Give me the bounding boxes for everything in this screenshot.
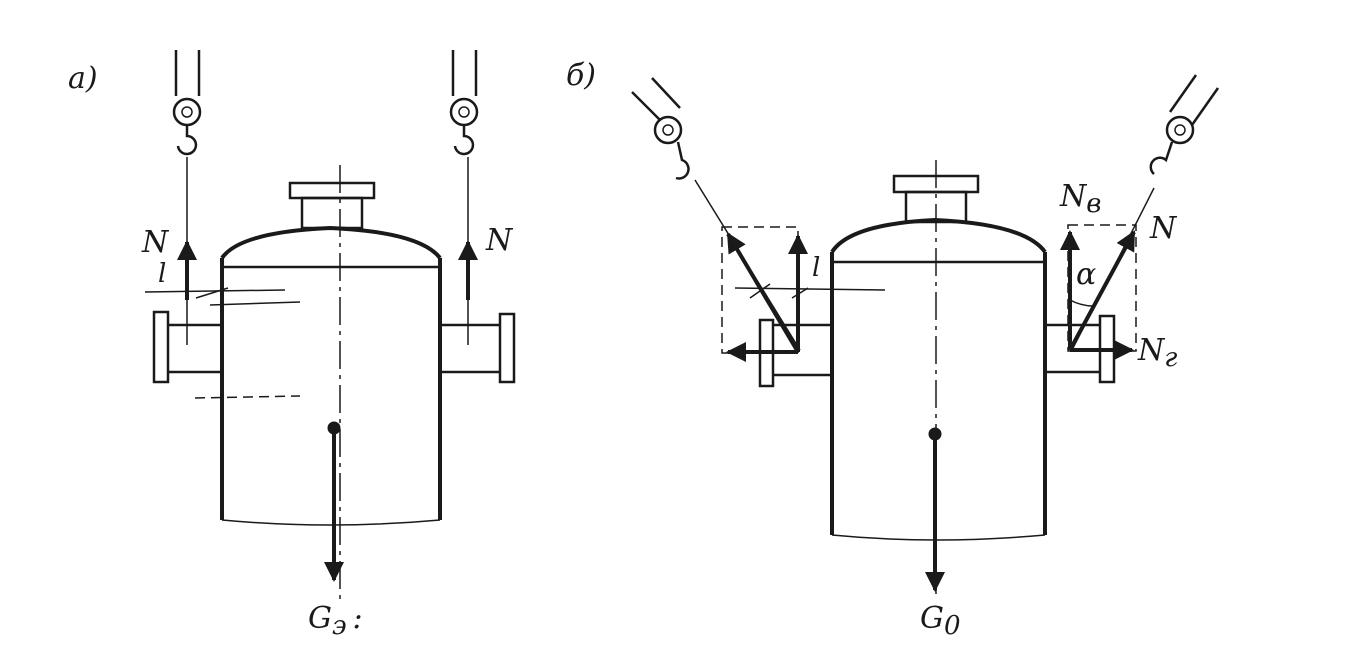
hook-icon — [1149, 141, 1174, 175]
force-n-label: N — [1149, 211, 1178, 246]
pulley-icon — [1165, 115, 1195, 145]
angle-alpha-label: α — [1076, 257, 1096, 292]
force-nv-label: Nв — [1059, 179, 1101, 219]
panel-a-label: а) — [68, 61, 98, 96]
panel-b-vessel — [734, 160, 1116, 600]
panel-a-forces — [177, 240, 478, 582]
hook-icon — [675, 141, 690, 180]
left-trunnion-flange — [152, 310, 170, 384]
pulley-icon — [653, 115, 683, 145]
panel-b-label: б) — [566, 58, 596, 93]
hook-icon — [453, 126, 475, 156]
pulley-icon — [172, 97, 202, 127]
force-n-left-label: N — [141, 225, 170, 260]
top-flange — [288, 181, 376, 200]
length-l-label: l — [812, 253, 820, 283]
pulley-icon — [449, 97, 479, 127]
force-n-sling-left-arrow — [726, 232, 800, 354]
panel-a-left-sling — [172, 50, 202, 345]
force-nh-label: Nг — [1137, 333, 1177, 373]
length-l-label: l — [158, 259, 166, 289]
panel-a-right-sling — [449, 50, 479, 345]
force-n-sling-right-arrow — [1068, 230, 1136, 351]
top-nozzle — [300, 196, 364, 230]
weight-g-label: Gэ: — [308, 601, 363, 641]
angle-arc — [1069, 299, 1094, 307]
panel-a-vessel — [144, 165, 516, 600]
force-n-right-label: N — [485, 223, 514, 258]
hook-icon — [176, 126, 198, 156]
weight-g0-label: G0 — [920, 601, 961, 641]
panel-a: а) — [68, 50, 516, 641]
panel-b-force-diagram — [721, 224, 1137, 592]
panel-b: б) — [566, 58, 1220, 641]
right-trunnion-flange — [498, 312, 516, 384]
